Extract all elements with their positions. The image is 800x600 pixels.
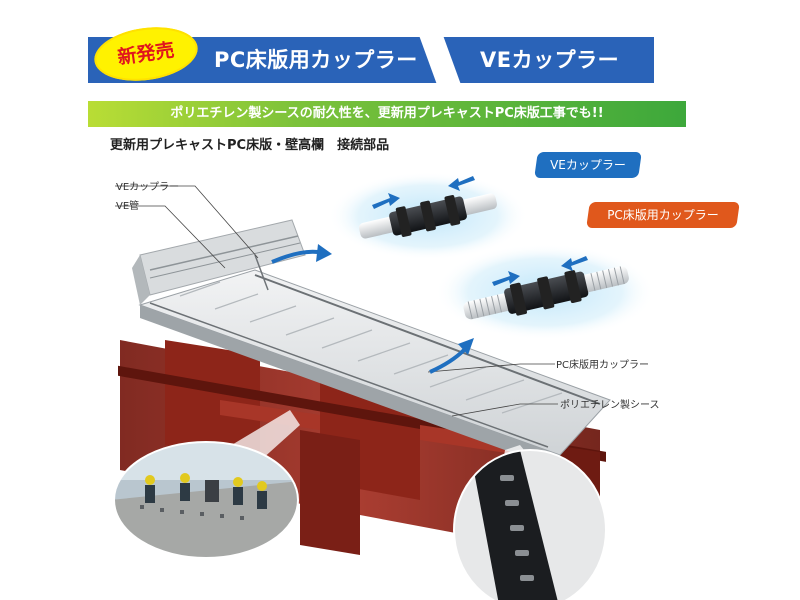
label-pc-coupler: PC床版用カップラー [556, 360, 650, 371]
subtitle-band [88, 101, 686, 127]
pointer-arrow-pc [429, 348, 466, 374]
banner-title-ve-coupler: VEカップラー [480, 48, 620, 72]
sheath-photo-right [454, 450, 606, 600]
callout-ve-coupler-label: VEカップラー [550, 158, 626, 172]
pointer-arrow-pc-head [458, 338, 474, 355]
label-ve-pipe: VE管 [116, 201, 140, 212]
leader-lines [115, 185, 558, 417]
banner-title-pc-coupler: PC床版用カップラー [214, 48, 418, 72]
site-photo-left [114, 442, 298, 558]
section-title: 更新用プレキャストPC床版・壁高欄 接続部品 [110, 138, 390, 153]
ve-coupler-closeup [358, 193, 498, 239]
pc-coupler-closeup [463, 266, 629, 320]
label-ve-coupler: VEカップラー [116, 182, 180, 193]
label-pe-sheath: ポリエチレン製シース [560, 400, 660, 411]
pointer-arrow-ve-head [316, 244, 332, 262]
subtitle-band-text: ポリエチレン製シースの耐久性を、更新用プレキャストPC床版工事でも!! [170, 106, 604, 121]
ve-coupler-arrows [372, 176, 475, 209]
wall-parapet [132, 219, 306, 305]
callout-pc-coupler-label: PC床版用カップラー [607, 208, 719, 222]
pointer-arrow-ve [271, 249, 319, 264]
pc-coupler-arrows [492, 256, 588, 286]
